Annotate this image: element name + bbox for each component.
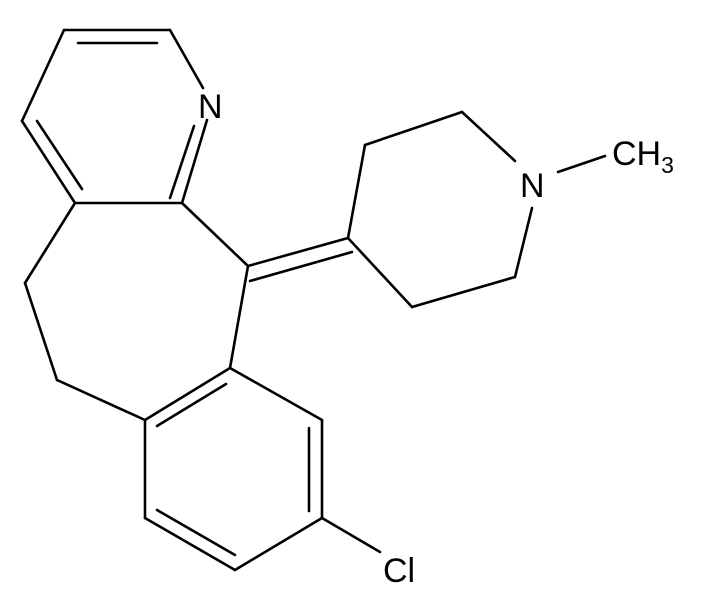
bond	[233, 516, 324, 572]
bond	[228, 264, 250, 370]
bond	[410, 275, 517, 309]
benzene-ring	[143, 366, 382, 572]
pyridine-ring	[20, 28, 209, 205]
pyridine-nitrogen-label: N	[198, 88, 223, 126]
bond	[228, 366, 324, 422]
bond	[556, 154, 607, 174]
bond	[180, 201, 250, 268]
exocyclic-double-bond	[246, 236, 354, 283]
bond	[320, 516, 382, 554]
bond	[20, 119, 77, 205]
bond	[55, 378, 147, 422]
bond	[460, 110, 517, 163]
bond	[346, 143, 367, 240]
bond	[155, 508, 237, 557]
bond	[513, 206, 534, 279]
methyl-label: CH3	[612, 135, 674, 178]
bond	[23, 281, 59, 382]
bond	[168, 28, 205, 90]
bond	[363, 110, 464, 147]
bond	[143, 366, 232, 422]
piperidine-ring	[346, 110, 607, 309]
bond	[346, 236, 414, 309]
bond	[20, 28, 66, 123]
bond	[246, 236, 350, 268]
bond	[143, 516, 237, 572]
methyl-text: CH	[612, 135, 661, 173]
piperidine-nitrogen-label: N	[520, 167, 545, 205]
bond	[23, 201, 77, 285]
methyl-subscript: 3	[661, 152, 674, 178]
bond	[35, 119, 84, 191]
cycloheptene-bridge	[23, 201, 250, 422]
bond	[168, 124, 196, 200]
bond	[155, 382, 228, 428]
bond	[180, 118, 209, 205]
bond	[248, 250, 354, 283]
chlorine-label: Cl	[383, 552, 415, 590]
